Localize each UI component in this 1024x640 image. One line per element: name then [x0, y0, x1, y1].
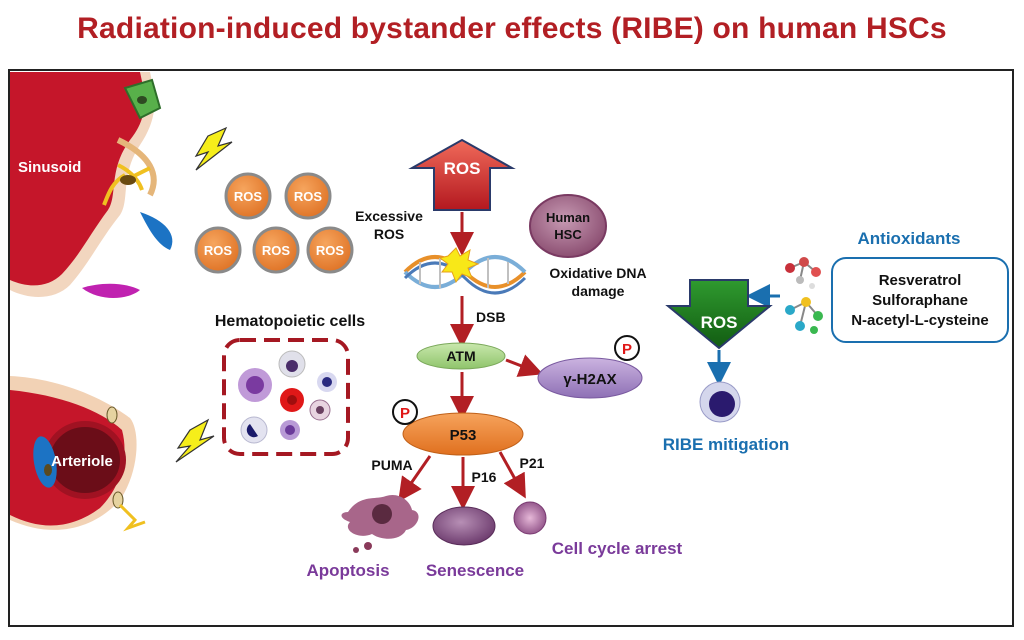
hematopoietic-cells-label: Hematopoietic cells: [215, 313, 365, 330]
figure-title: Radiation-induced bystander effects (RIB…: [77, 12, 947, 45]
sinusoid-label: Sinusoid: [18, 159, 81, 176]
antioxidants-title: Antioxidants: [858, 229, 961, 248]
dna-helix-icon: [403, 247, 527, 295]
pathway-arrow: [505, 354, 544, 377]
ros-up-arrow: [408, 138, 516, 211]
radiation-lightning-icon: [175, 418, 215, 463]
ros-up-arrow-label: ROS: [444, 159, 481, 178]
apoptotic-cell-icon: [341, 494, 419, 553]
ros-cell-label: ROS: [294, 189, 323, 204]
arteriole-vessel: Arteriole: [10, 376, 146, 532]
antioxidant-item: Sulforaphane: [872, 292, 968, 309]
ribe-mitigation-label: RIBE mitigation: [663, 435, 790, 454]
phospho-label: P: [622, 341, 632, 358]
pathway-arrow: [498, 451, 526, 499]
phospho-label: P: [400, 405, 410, 422]
ros-cell-label: ROS: [204, 243, 233, 258]
p21-label: P21: [520, 455, 545, 471]
excessive-ros-label: ROS: [374, 226, 404, 242]
pathway-arrow: [398, 455, 432, 502]
p16-label: P16: [472, 469, 497, 485]
p53-label: P53: [450, 427, 477, 444]
antioxidants-box: [831, 257, 1009, 343]
ros-cell-label: ROS: [234, 189, 263, 204]
apoptosis-label: Apoptosis: [306, 561, 389, 580]
cell-cycle-arrest-label: Cell cycle arrest: [552, 539, 683, 558]
radiation-lightning-icon: [194, 126, 233, 171]
sinusoid-vessel: Sinusoid: [10, 72, 173, 298]
molecule-icon: [785, 257, 821, 289]
ros-cell-label: ROS: [316, 243, 345, 258]
human-hsc-cell: [529, 194, 607, 258]
oxidative-dna-label: damage: [572, 283, 625, 299]
oxidative-dna-label: Oxidative DNA: [549, 265, 646, 281]
gamma-h2ax-node: [537, 357, 643, 399]
ros-down-arrow: [665, 279, 773, 350]
antioxidant-item: N-acetyl-L-cysteine: [851, 312, 989, 329]
gamma-h2ax-label: γ-H2AX: [563, 371, 616, 388]
p53-node: [402, 412, 524, 456]
arrested-cell-icon: [513, 501, 547, 535]
atm-node: [416, 342, 506, 370]
figure-frame: [8, 69, 1014, 627]
ros-cells-cluster: ROS ROS ROS ROS ROS: [194, 172, 354, 274]
senescent-cell-icon: [432, 506, 496, 546]
molecule-icon: [785, 297, 823, 334]
excessive-ros-label: Excessive: [355, 208, 423, 224]
human-hsc-label: Human: [546, 210, 590, 225]
ros-down-arrow-label: ROS: [701, 313, 738, 332]
ros-cell-label: ROS: [262, 243, 291, 258]
phospho-badge: [392, 399, 418, 425]
puma-label: PUMA: [371, 457, 412, 473]
atm-label: ATM: [446, 348, 475, 364]
dsb-label: DSB: [476, 309, 506, 325]
arteriole-label: Arteriole: [51, 453, 113, 470]
phospho-badge: [614, 335, 640, 361]
antioxidant-item: Resveratrol: [879, 272, 962, 289]
healthy-hsc-nucleus: [709, 391, 735, 417]
hematopoietic-cells-box: [222, 338, 350, 456]
human-hsc-label: HSC: [554, 227, 582, 242]
senescence-label: Senescence: [426, 561, 524, 580]
